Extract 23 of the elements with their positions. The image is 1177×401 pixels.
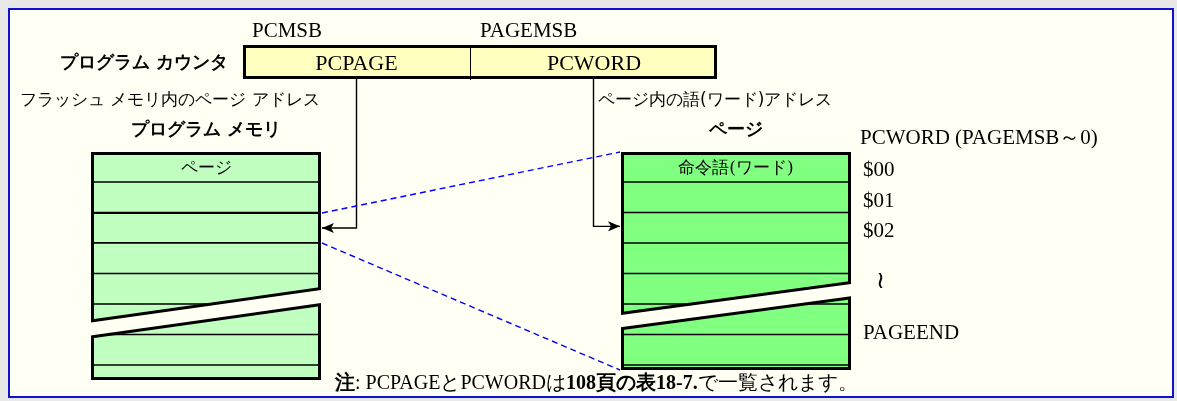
block-heading: ページ [709, 120, 763, 138]
edge-label: ページ内の語(ワード)アドレス [598, 91, 833, 108]
arrow [321, 78, 358, 233]
address-label: $01 [863, 190, 895, 211]
register-heading: プログラム カウンタ [60, 53, 229, 71]
dashed-line [321, 151, 621, 214]
register-field: PCWORD [470, 46, 717, 80]
row-label: 命令語(ワード) [677, 155, 795, 179]
address-label: $00 [863, 159, 895, 180]
block-heading: プログラム メモリ [130, 120, 282, 138]
memory-row [91, 213, 321, 243]
bit-label: PAGEMSB [480, 20, 578, 41]
edge-label: フラッシュ メモリ内のページ アドレス [20, 91, 320, 108]
ellipsis-mark: ≀ [876, 268, 885, 292]
address-label: $02 [863, 220, 895, 241]
address-label: PAGEEND [863, 322, 960, 343]
dashed-line [321, 242, 621, 371]
arrow [592, 78, 621, 232]
axis-label: PCWORD (PAGEMSB～0) [860, 127, 1098, 148]
bit-label: PCMSB [252, 20, 323, 41]
register-field: PCPAGE [243, 46, 470, 80]
note: 注: PCPAGEとPCWORDは108頁の表18-7.で一覧されます。 [335, 372, 858, 392]
row-label: ページ [179, 155, 233, 179]
